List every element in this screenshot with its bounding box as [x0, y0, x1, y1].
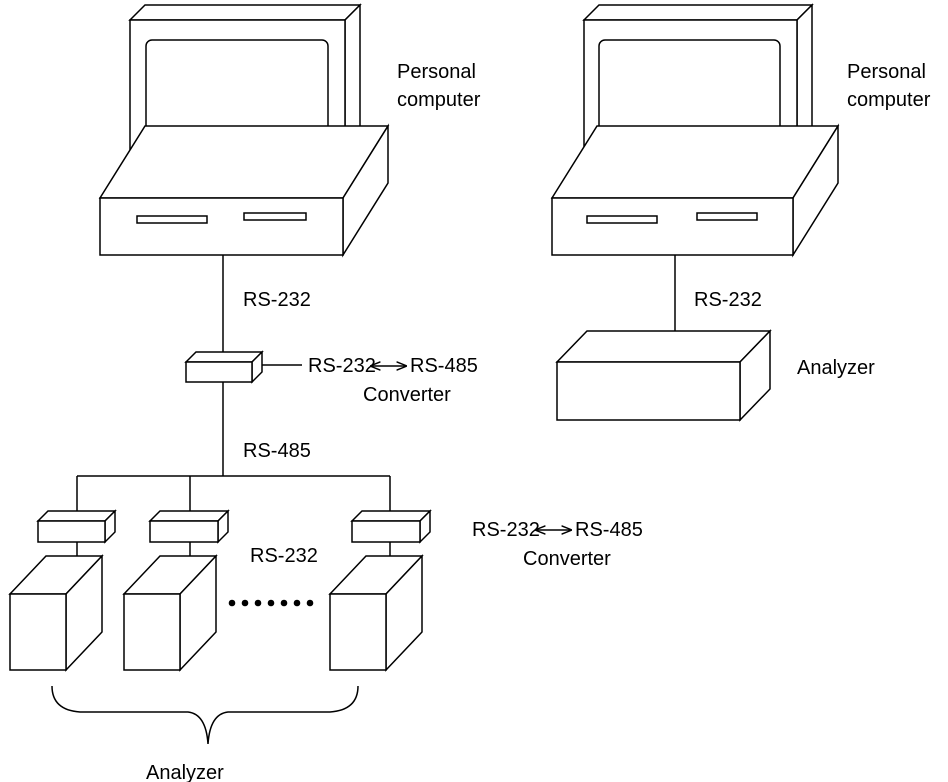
left-personal-computer-icon: [98, 3, 390, 258]
right-computer-label-line2: computer: [847, 89, 931, 111]
right-link-label: RS-232: [694, 289, 762, 311]
analyzer-box-icon-3: [328, 554, 424, 672]
analyzer-link-label: RS-232: [250, 545, 318, 567]
right-analyzer-label: Analyzer: [797, 357, 875, 379]
analyzer-group-brace: [51, 685, 359, 745]
left-pc-link-label: RS-232: [243, 289, 311, 311]
analyzer-converter-icon-1: [36, 509, 117, 544]
left-computer-label: Personal: [397, 61, 476, 83]
top-converter-label-line2: Converter: [363, 384, 451, 406]
bottom-converter-label-left: RS-232: [472, 519, 540, 541]
bottom-converter-label-right: RS-485: [575, 519, 643, 541]
top-converter-label-left: RS-232: [308, 355, 376, 377]
right-analyzer-box-icon: [555, 329, 772, 422]
analyzer-converter-icon-3: [350, 509, 432, 544]
bus-label: RS-485: [243, 440, 311, 462]
analyzer-group-label: Analyzer: [146, 762, 224, 782]
top-converter-label-right: RS-485: [410, 355, 478, 377]
left-computer-label-line2: computer: [397, 89, 481, 111]
analyzer-box-icon-1: [8, 554, 104, 672]
analyzer-converter-icon-2: [148, 509, 230, 544]
top-converter-icon: [184, 350, 264, 384]
analyzer-box-icon-2: [122, 554, 218, 672]
ellipsis-dots-icon: [228, 599, 314, 607]
bottom-converter-label-line2: Converter: [523, 548, 611, 570]
right-computer-label: Personal: [847, 61, 926, 83]
right-personal-computer-icon: [550, 3, 840, 258]
